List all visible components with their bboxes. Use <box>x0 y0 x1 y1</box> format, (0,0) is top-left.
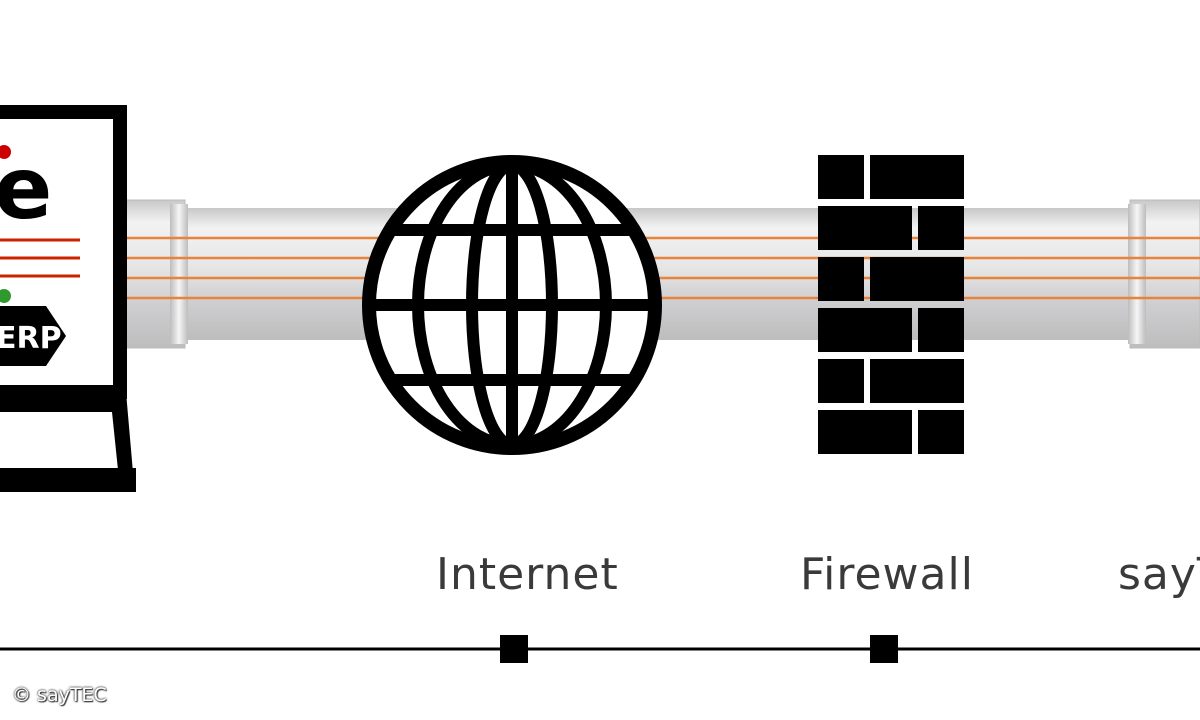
laptop-logo-letter: e <box>0 139 52 239</box>
globe-icon <box>362 155 662 455</box>
logo-red-dot <box>0 145 11 159</box>
erp-badge <box>0 306 66 366</box>
laptop-icon: e ERP <box>0 105 136 492</box>
firewall-brick-icon <box>818 155 964 454</box>
copyright-notice: © sayTEC <box>12 684 107 706</box>
label-saytec: sayT <box>1118 549 1200 600</box>
timeline-marker-firewall <box>870 635 898 663</box>
label-firewall: Firewall <box>800 549 974 600</box>
logo-green-dot <box>0 289 11 303</box>
timeline <box>0 635 1200 663</box>
timeline-marker-internet <box>500 635 528 663</box>
label-internet: Internet <box>436 549 619 600</box>
laptop-screen: e ERP <box>0 119 113 385</box>
erp-badge-label: ERP <box>0 321 62 356</box>
